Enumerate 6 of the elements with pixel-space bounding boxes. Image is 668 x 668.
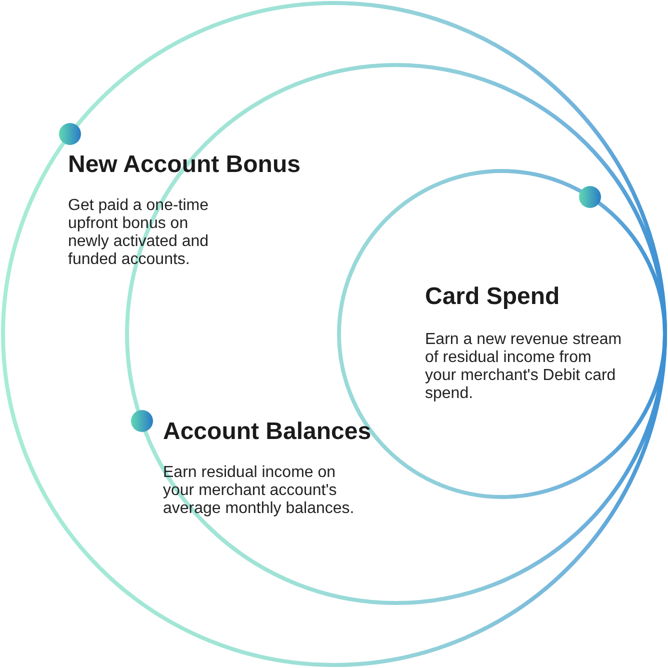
section-heading: New Account Bonus	[68, 151, 300, 179]
section-description: Earn residual income on your merchant account's average monthly balances.	[163, 464, 356, 518]
section-heading: Card Spend	[425, 283, 560, 311]
section-description: Earn a new revenue stream of residual income from your merchant's Debit card spend.	[425, 330, 623, 402]
section-heading: Account Balances	[163, 418, 372, 446]
section-description: Get paid a one-time upfront bonus on newly activated and funded accounts.	[68, 197, 210, 269]
